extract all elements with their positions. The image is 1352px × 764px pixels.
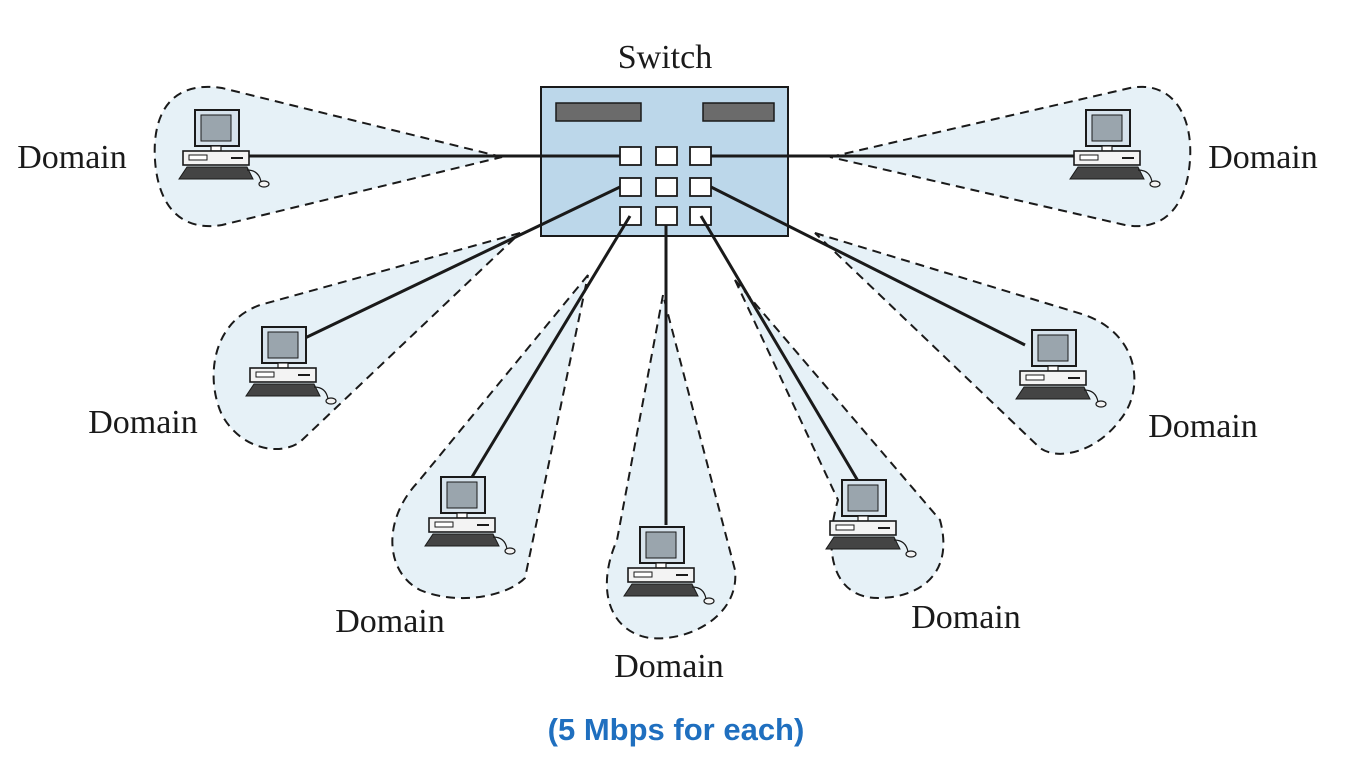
- link-line: [699, 215, 860, 482]
- domain-region: [605, 294, 737, 640]
- domain-label: Domain: [88, 404, 198, 441]
- link-line: [470, 215, 632, 478]
- switch-label: Switch: [618, 39, 712, 76]
- domain-label: Domain: [17, 139, 127, 176]
- domain-label: Domain: [1208, 139, 1318, 176]
- link-line: [710, 185, 1026, 347]
- domain-label: Domain: [335, 603, 445, 640]
- bandwidth-caption: (5 Mbps for each): [547, 712, 805, 747]
- link-line: [304, 185, 621, 340]
- domain-label: Domain: [614, 648, 724, 685]
- domain-region: [814, 232, 1136, 455]
- domain-label: Domain: [1148, 408, 1258, 445]
- switch-icon: [540, 86, 789, 237]
- domain-label: Domain: [911, 599, 1021, 636]
